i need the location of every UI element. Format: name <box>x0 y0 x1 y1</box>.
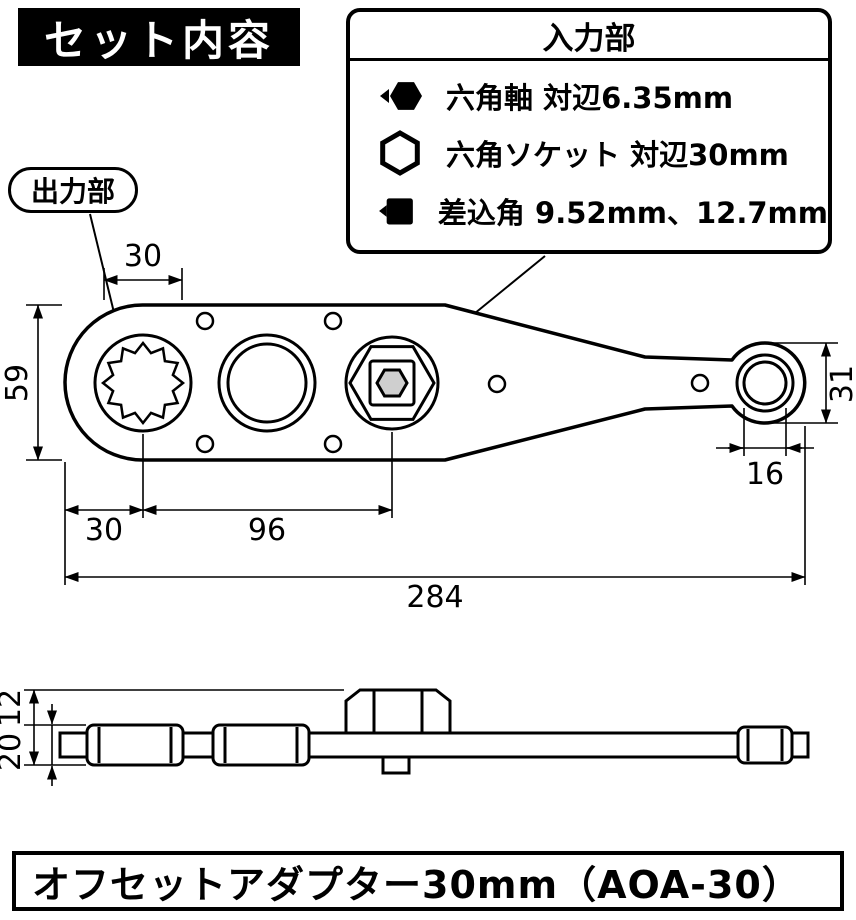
dim-overall-thickness: 20 <box>0 733 28 771</box>
side-bar <box>58 731 810 759</box>
side-view-drawing <box>58 688 810 775</box>
side-boss-2 <box>211 723 311 767</box>
hex-socket-icon <box>380 130 420 177</box>
center-hole <box>217 333 317 433</box>
side-drive-nut <box>344 688 452 775</box>
input-section-title: 入力部 <box>350 12 828 61</box>
rivet-holes <box>195 311 710 454</box>
end-ring <box>735 353 795 413</box>
dim-body-width: 59 <box>0 364 35 402</box>
product-name-box: オフセットアダプター30mm（AOA-30） <box>12 851 844 911</box>
dim-offset: 30 <box>85 513 123 548</box>
input-section-panel: 入力部 六角軸 対辺6.35mm 六角ソケット 対辺30mm <box>346 8 832 254</box>
legend-row-hex-shaft: 六角軸 対辺6.35mm <box>350 70 828 122</box>
legend-row-square-drive: 差込角 9.52mm、12.7mm <box>350 185 828 237</box>
dim-head-od: 31 <box>825 365 856 403</box>
dim-pitch: 96 <box>248 513 286 548</box>
output-section-bubble: 出力部 <box>8 167 138 213</box>
hex-shaft-icon <box>380 81 422 110</box>
side-end-boss <box>736 725 794 765</box>
side-boss-1 <box>85 723 185 767</box>
legend-row-hex-socket: 六角ソケット 対辺30mm <box>350 127 828 179</box>
set-contents-title: セット内容 <box>18 8 300 66</box>
socket-12pt <box>93 333 193 433</box>
legend-label-hex-socket: 六角ソケット 対辺30mm <box>446 138 789 173</box>
input-drive <box>344 335 440 431</box>
dim-head-bore: 16 <box>746 457 784 492</box>
legend-label-square-drive: 差込角 9.52mm、12.7mm <box>437 196 828 231</box>
top-view-drawing <box>63 303 807 462</box>
dim-socket-bore: 30 <box>124 239 162 274</box>
dimensions-top-view: 30 59 31 16 30 96 <box>0 239 856 615</box>
input-legend-rows: 六角軸 対辺6.35mm 六角ソケット 対辺30mm 差込角 9.52mm、12… <box>350 61 828 250</box>
dim-boss-thickness: 12 <box>0 689 28 727</box>
square-drive-icon <box>379 198 413 225</box>
dimensions-side-view: 20 12 <box>0 689 344 786</box>
legend-label-hex-shaft: 六角軸 対辺6.35mm <box>446 80 734 115</box>
dim-overall: 284 <box>406 580 463 615</box>
hex-shaft-hole <box>375 368 409 398</box>
